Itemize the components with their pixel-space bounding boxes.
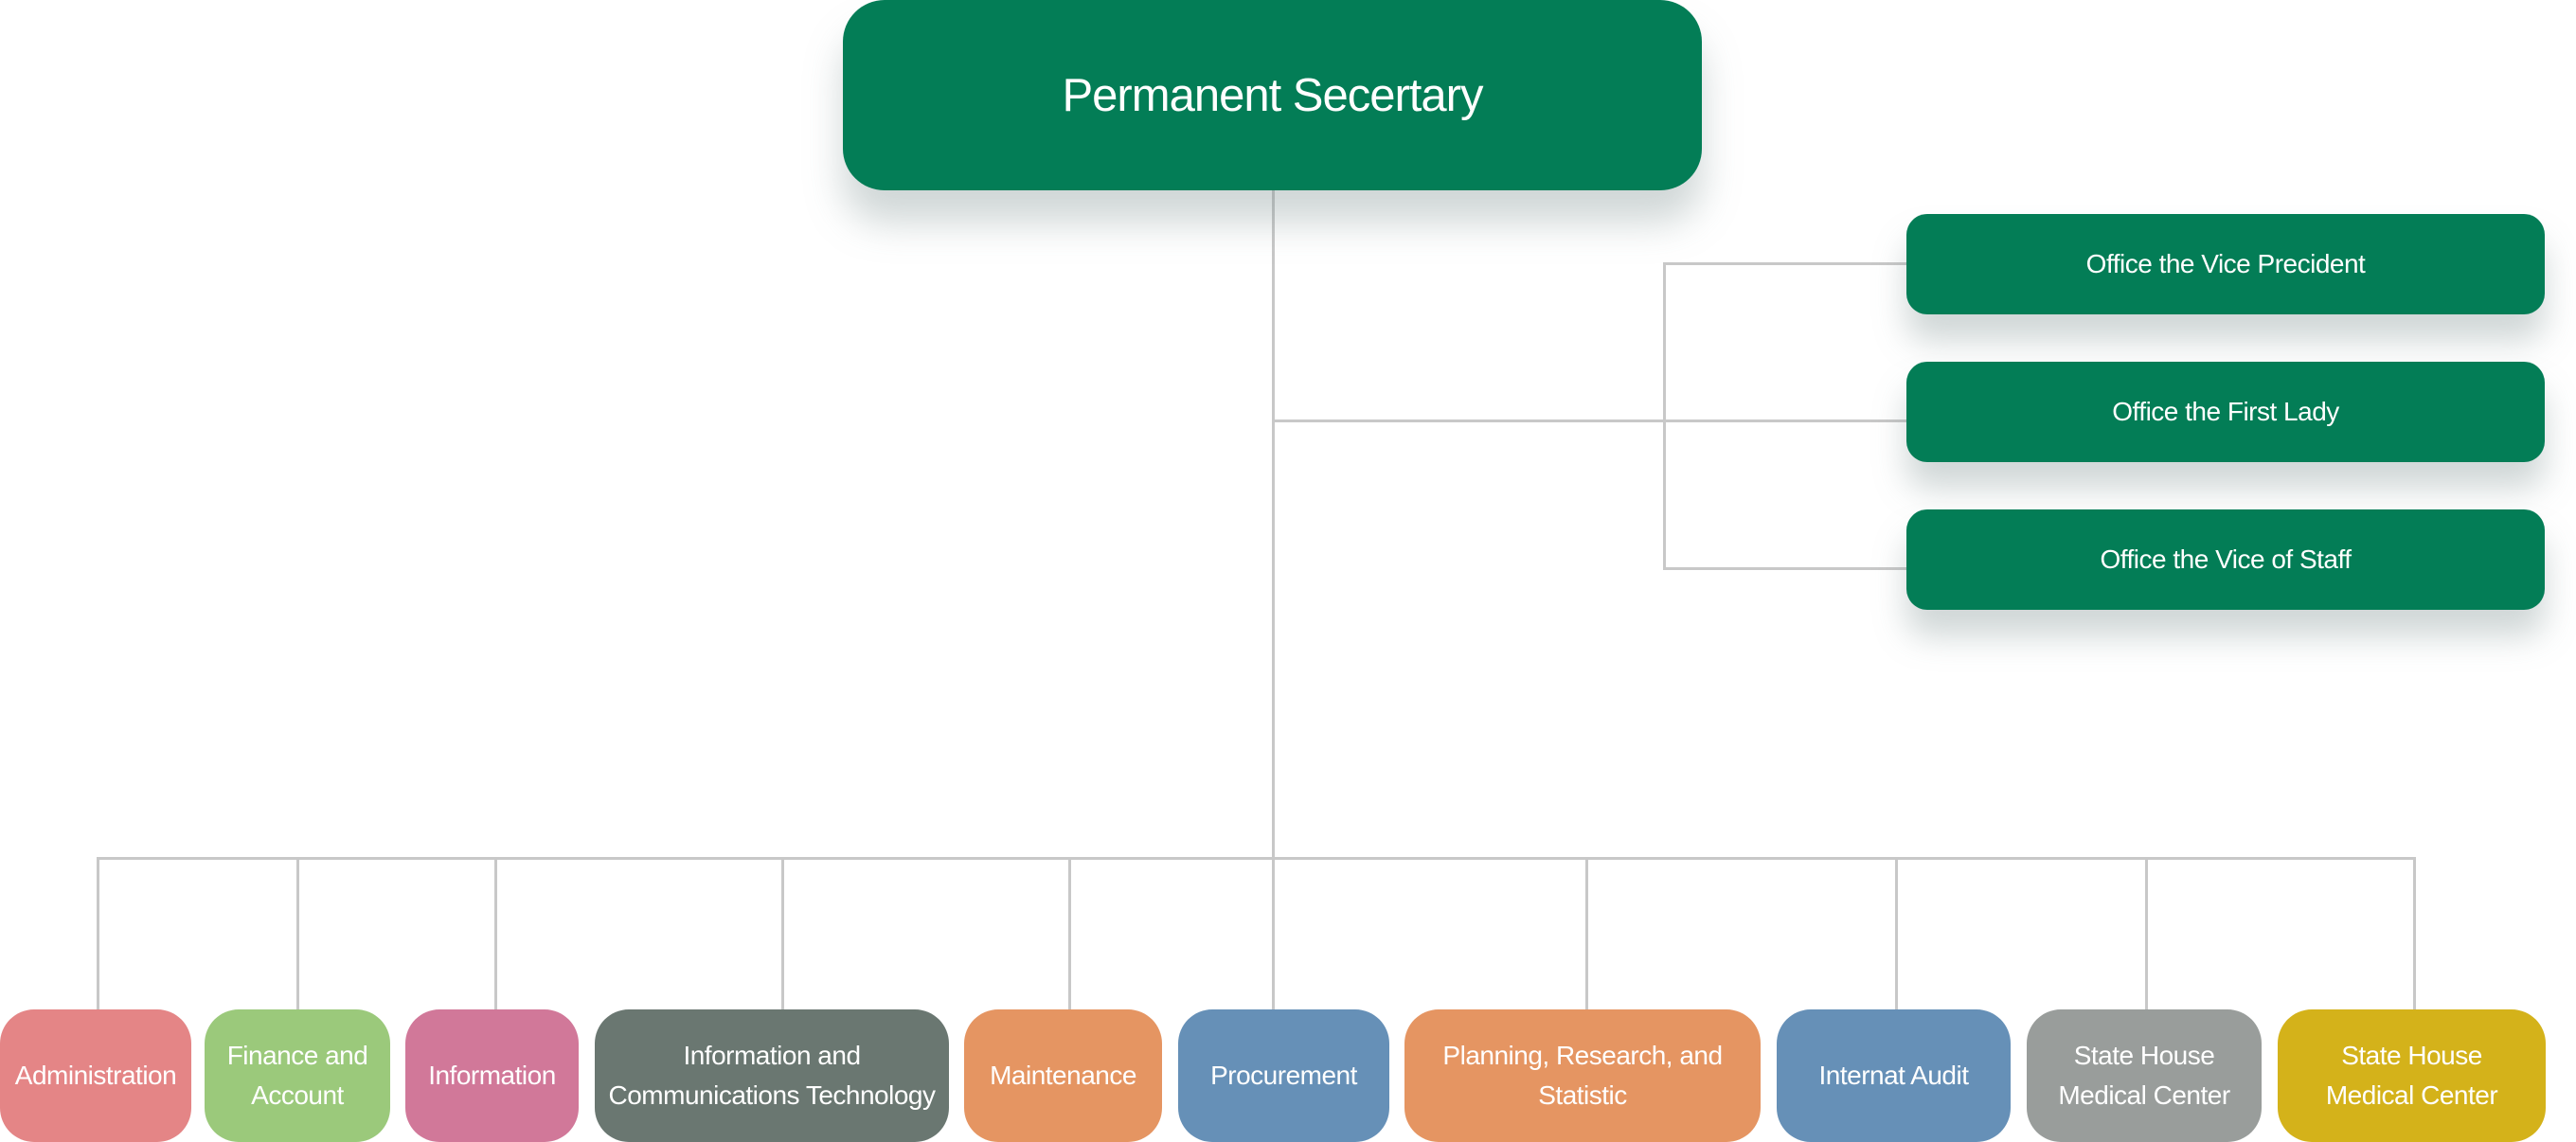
department-label-line1: Finance and bbox=[226, 1041, 368, 1070]
department-label-line2: Medical Center bbox=[2058, 1080, 2230, 1110]
department-label-line1: Information and bbox=[683, 1041, 861, 1070]
department-maintenance[interactable]: Maintenance bbox=[964, 1009, 1162, 1142]
side-branch-connector bbox=[1272, 419, 1916, 422]
side-office-vice-president[interactable]: Office the Vice Precident bbox=[1906, 214, 2545, 314]
department-label-line1: Administration bbox=[14, 1061, 177, 1090]
root-trunk-connector bbox=[1272, 190, 1275, 1010]
department-label-line1: State House bbox=[2073, 1041, 2215, 1070]
side-office-first-lady[interactable]: Office the First Lady bbox=[1906, 362, 2545, 462]
department-drop-connector bbox=[296, 857, 299, 1010]
side-connector-bottom bbox=[1663, 567, 1916, 570]
department-bus-connector bbox=[97, 857, 2414, 860]
department-drop-connector bbox=[1585, 857, 1588, 1010]
department-drop-connector bbox=[494, 857, 497, 1010]
department-label-line1: Procurement bbox=[1210, 1061, 1357, 1090]
side-office-label: Office the Vice Precident bbox=[2085, 249, 2366, 278]
department-drop-connector bbox=[2413, 857, 2416, 1010]
department-drop-connector bbox=[1895, 857, 1898, 1010]
department-procurement[interactable]: Procurement bbox=[1178, 1009, 1389, 1142]
department-label-line1: Planning, Research, and bbox=[1442, 1041, 1723, 1070]
department-information[interactable]: Information bbox=[405, 1009, 579, 1142]
side-bracket-connector bbox=[1663, 262, 1666, 570]
department-label-line1: Information bbox=[428, 1061, 556, 1090]
root-node-permanent-secretary[interactable]: Permanent Secertary bbox=[843, 0, 1702, 190]
department-internal-audit[interactable]: Internat Audit bbox=[1777, 1009, 2011, 1142]
department-label-line2: Statistic bbox=[1538, 1080, 1627, 1110]
department-label-line2: Communications Technology bbox=[608, 1080, 936, 1110]
root-node-label: Permanent Secertary bbox=[1062, 69, 1484, 121]
department-drop-connector bbox=[1272, 857, 1275, 1010]
department-label-line1: Internat Audit bbox=[1818, 1061, 1969, 1090]
side-connector-top bbox=[1663, 262, 1916, 265]
department-drop-connector bbox=[1068, 857, 1071, 1010]
department-drop-connector bbox=[97, 857, 99, 1010]
side-office-label: Office the Vice of Staff bbox=[2100, 544, 2352, 574]
department-drop-connector bbox=[781, 857, 784, 1010]
side-office-vice-of-staff[interactable]: Office the Vice of Staff bbox=[1906, 509, 2545, 610]
side-office-label: Office the First Lady bbox=[2112, 397, 2339, 426]
department-label-line1: State House bbox=[2341, 1041, 2482, 1070]
department-drop-connector bbox=[2145, 857, 2148, 1010]
department-label-line2: Account bbox=[251, 1080, 344, 1110]
department-label-line1: Maintenance bbox=[990, 1061, 1136, 1090]
department-administration[interactable]: Administration bbox=[0, 1009, 191, 1142]
department-label-line2: Medical Center bbox=[2325, 1080, 2498, 1110]
